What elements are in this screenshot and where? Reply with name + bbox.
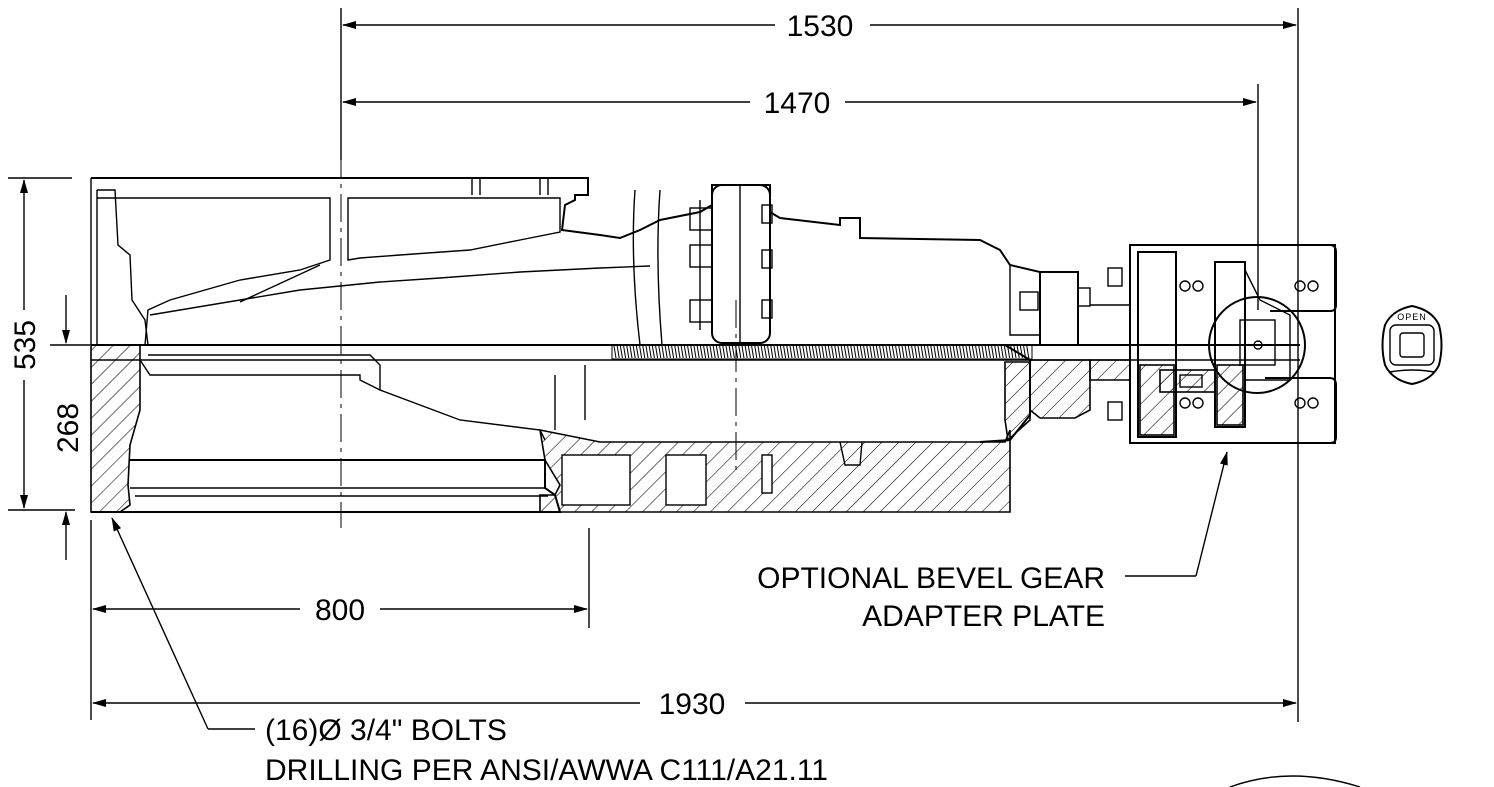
valve-body-lower xyxy=(90,344,1131,513)
dimension-800: 800 xyxy=(90,520,590,720)
dimension-1470: 1470 xyxy=(342,84,1259,310)
bolts-callout-line2: DRILLING PER ANSI/AWWA C111/A21.11 xyxy=(265,754,828,787)
leader-bevel-gear xyxy=(1125,451,1228,577)
dimension-1530: 1530 xyxy=(340,8,1299,722)
bevel-gear-adapter xyxy=(1107,244,1337,444)
dimension-1930: 1930 xyxy=(92,688,1297,721)
bevel-gear-callout-line2: ADAPTER PLATE xyxy=(862,600,1105,633)
bevel-gear-callout-line1: OPTIONAL BEVEL GEAR xyxy=(757,562,1105,595)
dim-1930-label: 1930 xyxy=(659,688,726,721)
dim-800-label: 800 xyxy=(315,594,365,627)
open-label: OPEN xyxy=(1397,312,1427,322)
flange-bolts xyxy=(689,184,773,344)
open-indicator: OPEN xyxy=(1381,304,1443,386)
bolts-callout-line1: (16)Ø 3/4" BOLTS xyxy=(265,714,507,747)
dim-268-label: 268 xyxy=(52,403,85,453)
leader-bolts xyxy=(111,517,255,730)
dim-1470-label: 1470 xyxy=(764,87,831,120)
valve-body-upper xyxy=(90,177,1041,346)
dimension-535: 535 xyxy=(8,177,75,511)
dim-1530-label: 1530 xyxy=(787,10,854,43)
dim-535-label: 535 xyxy=(9,320,42,370)
partial-arc xyxy=(1229,775,1361,787)
actuator-housing xyxy=(1009,265,1130,346)
threaded-stem xyxy=(611,344,1033,360)
dimension-268: 268 xyxy=(50,295,90,560)
